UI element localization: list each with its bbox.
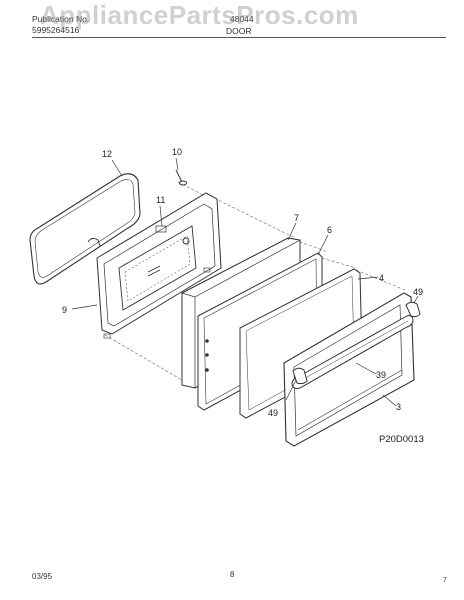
callout-11: 11 bbox=[156, 195, 165, 205]
section-title: DOOR bbox=[226, 26, 252, 36]
header-rule bbox=[32, 37, 446, 38]
handle-end-cap-part bbox=[292, 301, 421, 385]
callout-4: 4 bbox=[379, 273, 384, 283]
footer-corner-mark: 7 bbox=[443, 577, 447, 584]
callout-3: 3 bbox=[396, 402, 401, 412]
inner-door-liner-part bbox=[96, 192, 222, 339]
watermark: AppliancePartsPros.com bbox=[40, 0, 359, 30]
callout-7: 7 bbox=[294, 213, 299, 223]
callout-49-bottom: 49 bbox=[268, 408, 278, 418]
door-gasket-part bbox=[29, 173, 141, 285]
callout-49-top: 49 bbox=[413, 287, 423, 297]
drawing-code: P20D0013 bbox=[379, 434, 424, 445]
callout-39: 39 bbox=[376, 370, 386, 380]
callout-9: 9 bbox=[62, 305, 67, 315]
footer-page: 8 bbox=[230, 570, 235, 579]
callout-leader-lines bbox=[71, 157, 419, 407]
callout-6: 6 bbox=[327, 225, 332, 235]
callout-10: 10 bbox=[172, 147, 182, 157]
callout-12: 12 bbox=[102, 149, 112, 159]
footer-date: 03/95 bbox=[32, 572, 53, 581]
screw-part bbox=[175, 169, 187, 186]
publication-label: Publication No. bbox=[32, 14, 90, 24]
model-number: 48044 bbox=[230, 14, 254, 24]
publication-number: 5995264516 bbox=[32, 25, 80, 35]
